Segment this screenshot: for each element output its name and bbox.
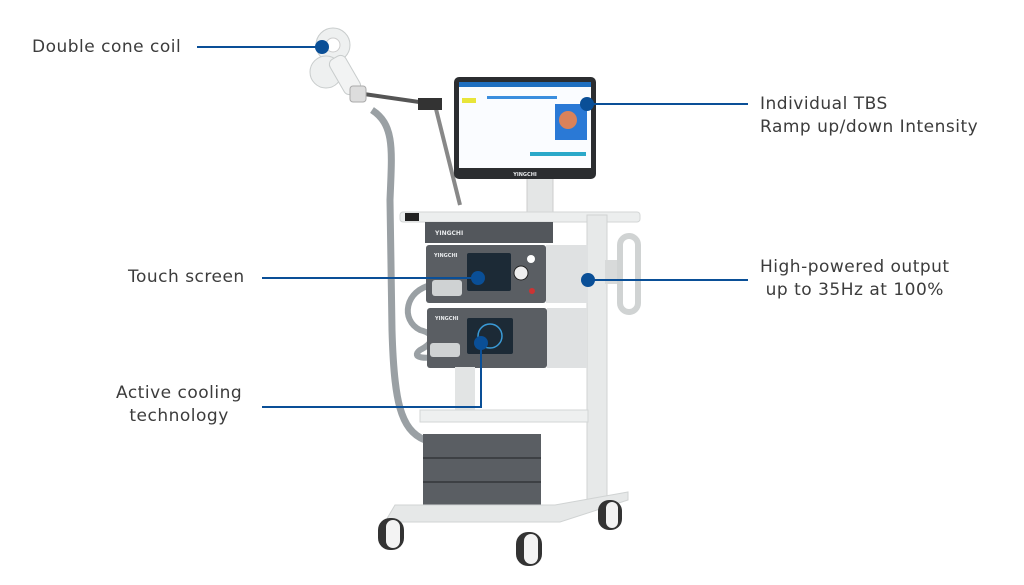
cooling-unit [427, 308, 587, 368]
label-touch-screen: Touch screen [128, 267, 245, 287]
label-output-line1: High-powered output [760, 257, 950, 277]
label-cooling-line1: Active cooling [116, 383, 243, 403]
label-screen-line1: Individual TBS [760, 94, 888, 114]
cart-handle[interactable] [617, 233, 641, 315]
output-marker [581, 273, 595, 287]
label-cooling: Active cooling technology [116, 382, 242, 428]
label-cooling-line2: technology [129, 406, 229, 426]
stimulator-unit [426, 245, 588, 303]
arm-pole [433, 104, 462, 206]
lower-shelf [419, 409, 589, 423]
label-output: High-powered output up to 35Hz at 100% [760, 256, 950, 302]
brand-panel [425, 222, 553, 243]
double-cone-coil [309, 27, 367, 103]
label-screen-line2: Ramp up/down Intensity [760, 117, 979, 137]
label-screen: Individual TBS Ramp up/down Intensity [760, 93, 978, 139]
caster-wheels [378, 500, 622, 566]
monitor [454, 77, 596, 217]
coil-marker [315, 40, 329, 54]
callout-lines [197, 46, 748, 408]
storage-drawer [423, 434, 541, 506]
cooling-marker [474, 336, 488, 350]
screen-marker [580, 97, 594, 111]
label-double-cone-coil: Double cone coil [32, 37, 182, 57]
shelf-hook [405, 213, 419, 221]
stimulator-unit-brand: YINGCHI [433, 253, 458, 259]
cart-column [586, 214, 608, 508]
brand-panel-logo: YINGCHI [434, 230, 463, 237]
label-output-line2: up to 35Hz at 100% [765, 280, 944, 300]
lower-post [455, 367, 475, 412]
cart-base [384, 491, 629, 523]
arm-clamp [418, 98, 442, 110]
cooling-unit-brand: YINGCHI [434, 316, 459, 322]
monitor-brand: YINGCHI [512, 172, 537, 178]
coil-cable [369, 107, 427, 444]
touch-marker [471, 271, 485, 285]
